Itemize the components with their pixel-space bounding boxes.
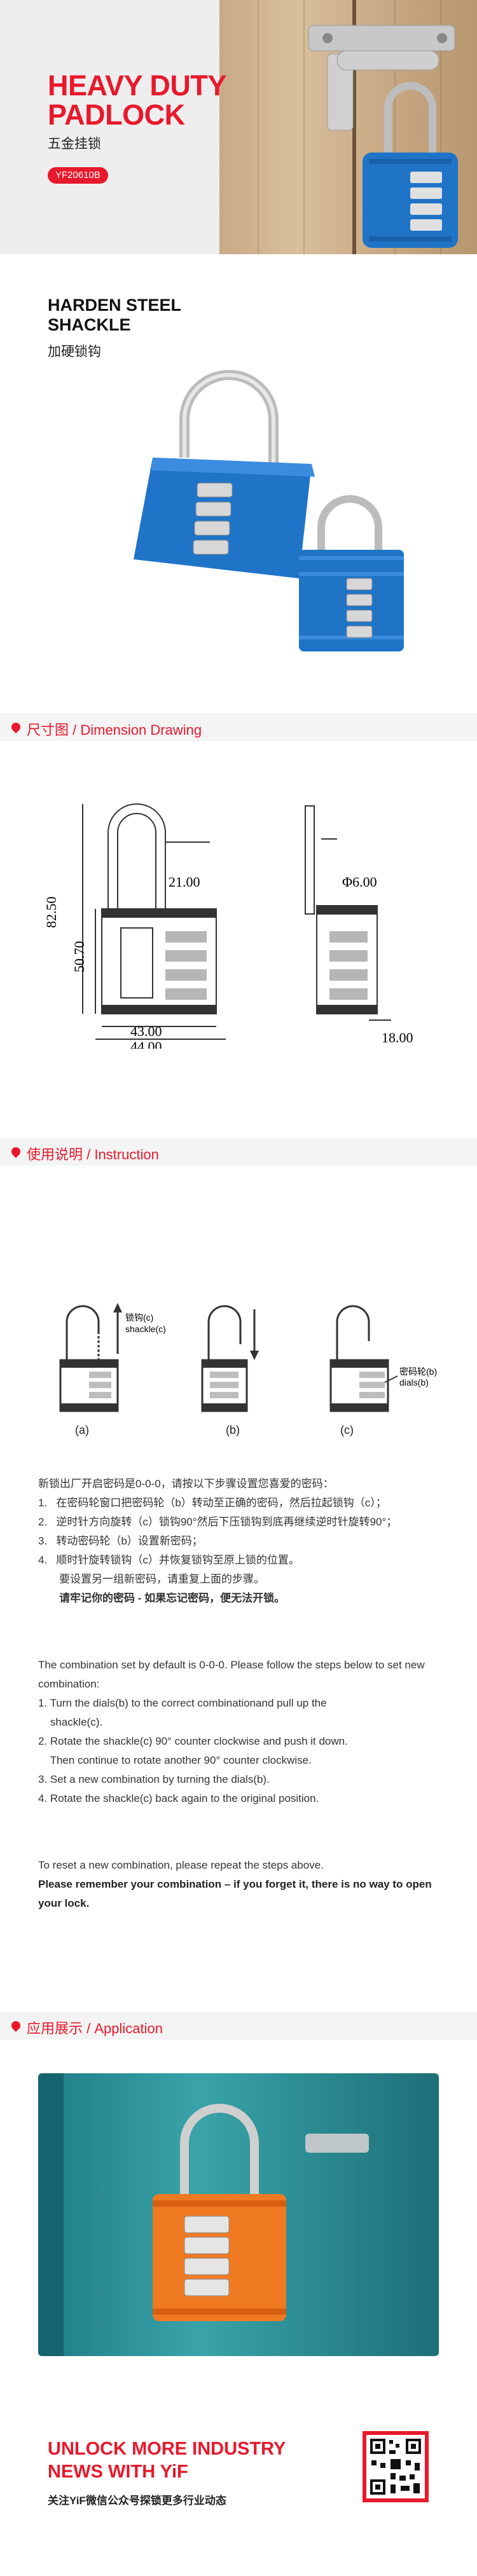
application-photo bbox=[38, 2073, 439, 2356]
en-reset: To reset a new combination, please repea… bbox=[38, 1859, 324, 1871]
lock-large-image bbox=[134, 370, 315, 578]
dim-total-height: 82.50 bbox=[43, 897, 59, 929]
cn-step-1: 1. 在密码轮窗口把密码轮（b）转动至正确的密码，然后拉起锁钩（c）； bbox=[38, 1497, 387, 1509]
dimension-section-bar: 尺寸图 / Dimension Drawing bbox=[0, 713, 477, 741]
hero-title: HEAVY DUTY PADLOCK bbox=[48, 69, 226, 131]
en-warning: Please remember your combination – if yo… bbox=[38, 1878, 432, 1909]
lock-small-image bbox=[299, 495, 404, 651]
lock-c-label-cn: 密码轮(b) bbox=[399, 1366, 437, 1377]
location-pin-icon bbox=[10, 1145, 22, 1158]
shackle-title: HARDEN STEEL SHACKLE bbox=[48, 296, 182, 334]
location-pin-icon bbox=[10, 721, 22, 733]
instruction-section-bar: 使用说明 / Instruction bbox=[0, 1138, 477, 1166]
lock-a-label-cn: 锁钩(c) bbox=[125, 1312, 153, 1323]
application-section-bar: 应用展示 / Application bbox=[0, 2012, 477, 2040]
cn-step-3: 3. 转动密码轮（b）设置新密码； bbox=[38, 1535, 203, 1547]
footer-subtitle: 关注YiF微信公众号探锁更多行业动态 bbox=[48, 2495, 226, 2507]
dim-body-height: 50.70 bbox=[71, 941, 87, 973]
instruction-diagram: 锁钩(c) shackle(c) 密码轮(b) dials(b) bbox=[59, 1303, 437, 1412]
cn-step-5: 要设置另一组新密码，请重复上面的步骤。 bbox=[38, 1573, 265, 1585]
instruction-section-title: 使用说明 / Instruction bbox=[27, 1147, 159, 1162]
shackle-subtitle: 加硬锁钩 bbox=[48, 344, 101, 359]
location-pin-icon bbox=[10, 2019, 22, 2032]
lock-c-label-en: dials(b) bbox=[399, 1377, 429, 1387]
dimension-section-title: 尺寸图 / Dimension Drawing bbox=[27, 722, 202, 738]
dim-body-depth: 18.00 bbox=[382, 1030, 413, 1046]
hero-subtitle: 五金挂锁 bbox=[48, 137, 101, 151]
cn-step-2: 2. 逆时针方向旋转（c）锁钩90°然后下压锁钩到底再继续逆时针旋转90°； bbox=[38, 1516, 398, 1528]
dim-inner-width: 43.00 bbox=[130, 1023, 162, 1039]
footer-title: UNLOCK MORE INDUSTRY NEWS WITH YiF bbox=[48, 2439, 286, 2482]
en-step-3: 3. Set a new combination by turning the … bbox=[38, 1773, 270, 1785]
step-a-caption: (a) bbox=[75, 1424, 89, 1436]
hero-lock-photo bbox=[308, 25, 458, 248]
lock-a-label-en: shackle(c) bbox=[125, 1324, 166, 1334]
en-step-2: 2. Rotate the shackle(c) 90° counter clo… bbox=[38, 1735, 348, 1747]
step-c-caption: (c) bbox=[340, 1424, 354, 1436]
cn-intro: 新锁出厂开启密码是0-0-0，请按以下步骤设置您喜爱的密码： bbox=[38, 1478, 334, 1490]
instruction-cn-block: 新锁出厂开启密码是0-0-0，请按以下步骤设置您喜爱的密码： 1. 在密码轮窗口… bbox=[38, 1475, 445, 1608]
dim-shackle-dia: Φ6.00 bbox=[342, 874, 377, 890]
dim-outer-width: 44.00 bbox=[130, 1039, 162, 1049]
cn-warning: 请牢记你的密码 - 如果忘记密码，便无法开锁。 bbox=[38, 1592, 286, 1604]
step-b-caption: (b) bbox=[226, 1424, 240, 1436]
en-step-4: 4. Rotate the shackle(c) back again to t… bbox=[38, 1792, 319, 1804]
dimension-drawing: 21.00 82.50 50.70 43.00 44.00 Φ6.00 18.0… bbox=[43, 803, 413, 1049]
model-badge: YF20610B bbox=[48, 167, 108, 184]
instruction-en-block: The combination set by default is 0-0-0.… bbox=[38, 1656, 445, 1808]
dim-shackle-width: 21.00 bbox=[169, 874, 200, 890]
en-step-1b: shackle(c). bbox=[38, 1716, 103, 1728]
cn-step-4: 4. 顺时针旋转锁钩（c）并恢复锁钩至原上锁的位置。 bbox=[38, 1554, 300, 1566]
en-step-2b: Then continue to rotate another 90° coun… bbox=[38, 1754, 312, 1766]
qr-code-icon[interactable] bbox=[363, 2431, 429, 2502]
en-intro: The combination set by default is 0-0-0.… bbox=[38, 1659, 425, 1690]
application-section-title: 应用展示 / Application bbox=[27, 2021, 163, 2036]
product-images bbox=[134, 370, 404, 651]
en-step-1: 1. Turn the dials(b) to the correct comb… bbox=[38, 1697, 327, 1709]
